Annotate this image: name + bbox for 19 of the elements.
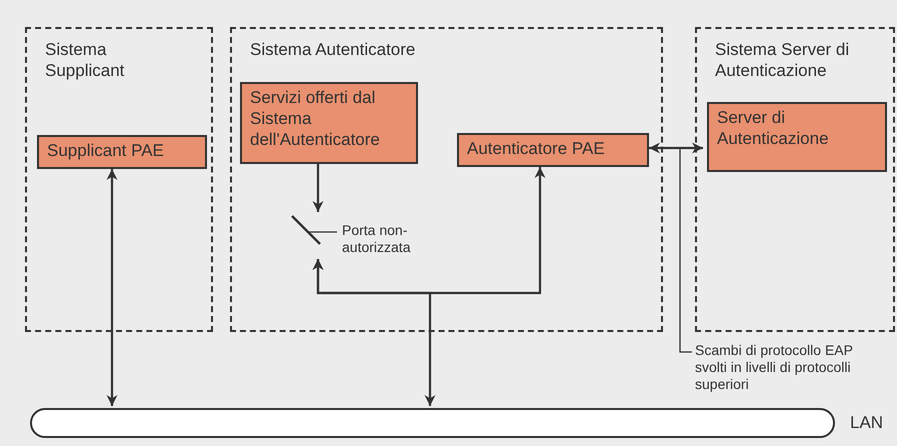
process-box: Autenticatore PAE [457, 133, 649, 167]
process-box: Server di Autenticazione [707, 102, 887, 172]
system-boundary [695, 27, 895, 332]
system-boundary [25, 27, 213, 332]
group-title: Sistema Supplicant [45, 39, 126, 81]
group-title: Sistema Autenticatore [250, 39, 416, 60]
arrow [649, 142, 703, 154]
port-label: Porta non-autorizzata [342, 222, 452, 258]
process-box: Servizi offerti dal Sistema dell'Autenticatore [240, 82, 418, 164]
arrow [312, 259, 436, 406]
arrow [106, 169, 118, 406]
network-label: LAN [850, 412, 884, 433]
process-box: Supplicant PAE [37, 135, 207, 169]
leader-line [679, 149, 692, 353]
arrow [312, 164, 324, 212]
system-boundary [230, 27, 663, 332]
leader-line [308, 231, 337, 233]
note-text: Scambi di protocollo EAP svolti in livelli di protocolli superiori [695, 342, 855, 396]
group-title: Sistema Server di Autenticazione [715, 39, 850, 81]
